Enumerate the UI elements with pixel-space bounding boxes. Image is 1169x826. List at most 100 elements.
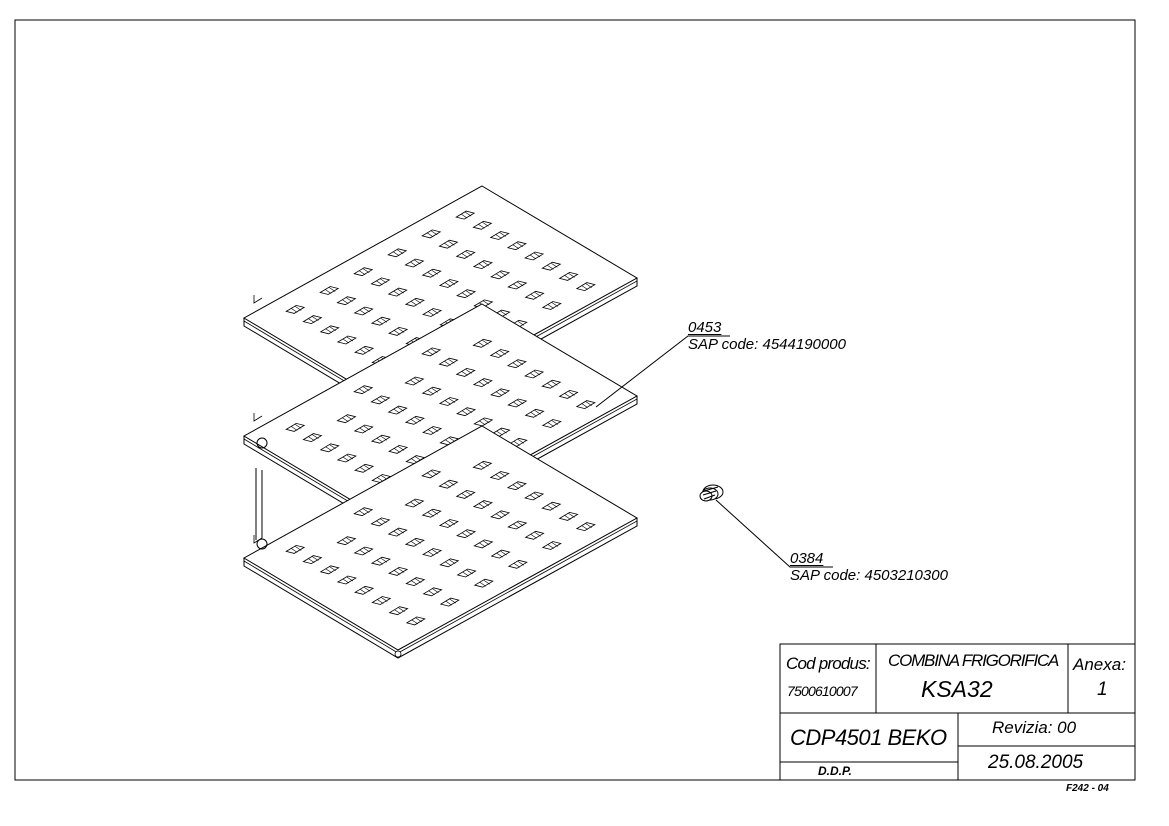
slot-outline bbox=[541, 501, 562, 511]
shelf-slot bbox=[473, 578, 494, 588]
callout-0384: 0384 SAP code: 4503210300 bbox=[790, 551, 948, 583]
shelf-slot bbox=[524, 290, 545, 300]
slot-rib bbox=[564, 391, 575, 398]
slot-outline bbox=[455, 249, 476, 259]
slot-outline bbox=[507, 280, 528, 290]
slot-outline bbox=[438, 519, 459, 528]
slot-rib bbox=[445, 559, 456, 567]
slot-outline bbox=[353, 267, 374, 277]
shelf-slot bbox=[490, 270, 511, 280]
slot-rib bbox=[291, 424, 302, 431]
shelf-slot bbox=[524, 251, 545, 261]
slot-outline bbox=[404, 537, 425, 547]
shelf-slot bbox=[507, 280, 528, 290]
slot-rib bbox=[478, 379, 490, 386]
shelf-slot bbox=[319, 286, 340, 295]
slot-outline bbox=[575, 282, 596, 292]
slot-rib bbox=[291, 546, 302, 553]
slot-rib bbox=[393, 528, 404, 536]
slot-rib bbox=[581, 283, 592, 290]
shelf-slot bbox=[319, 565, 340, 575]
slot-rib bbox=[547, 420, 558, 427]
slot-rib bbox=[461, 530, 473, 537]
slot-rib bbox=[359, 465, 371, 472]
slot-outline bbox=[439, 558, 460, 568]
slot-rib bbox=[411, 617, 422, 625]
slot-rib bbox=[478, 261, 490, 268]
shelf-slot bbox=[575, 522, 596, 532]
slot-rib bbox=[376, 278, 387, 286]
slot-outline bbox=[336, 536, 357, 546]
slot-rib bbox=[359, 508, 370, 515]
slot-rib bbox=[427, 348, 438, 356]
slot-outline bbox=[336, 575, 357, 585]
shelf-slot bbox=[438, 239, 459, 249]
slot-outline bbox=[455, 210, 476, 220]
slot-rib bbox=[530, 292, 541, 299]
slot-outline bbox=[336, 296, 357, 306]
slot-rib bbox=[512, 242, 524, 249]
slot-rib bbox=[495, 389, 507, 397]
shelf-slot bbox=[285, 544, 306, 554]
slot-outline bbox=[472, 338, 493, 348]
slot-outline bbox=[404, 258, 425, 268]
slot-rib bbox=[376, 317, 388, 325]
slot-rib bbox=[444, 480, 455, 488]
slot-rib bbox=[547, 502, 558, 510]
slot-outline bbox=[421, 386, 442, 396]
slot-outline bbox=[405, 577, 426, 587]
slot-rib bbox=[444, 520, 456, 527]
shelf-slot bbox=[489, 349, 510, 358]
shelf-slot bbox=[438, 279, 459, 288]
slot-rib bbox=[308, 556, 319, 563]
shelf-slot bbox=[404, 415, 425, 425]
shelf-slot bbox=[472, 500, 493, 510]
shelf-slot bbox=[455, 489, 476, 499]
slot-outline bbox=[558, 511, 579, 521]
slot-outline bbox=[422, 548, 443, 557]
slot-rib bbox=[427, 470, 438, 478]
slot-rib bbox=[410, 259, 421, 267]
slot-rib bbox=[342, 537, 353, 544]
shelf-slot bbox=[302, 555, 323, 565]
slot-rib bbox=[513, 281, 524, 289]
slot-outline bbox=[506, 359, 527, 369]
shelves-assembly bbox=[242, 185, 639, 659]
shelf-slot bbox=[336, 536, 357, 546]
slot-rib bbox=[393, 288, 404, 296]
shelf-slot bbox=[489, 231, 510, 240]
slot-outline bbox=[541, 419, 562, 428]
slot-outline bbox=[541, 541, 562, 550]
slot-rib bbox=[427, 309, 439, 316]
shelf-slot bbox=[541, 501, 562, 511]
slot-outline bbox=[370, 395, 391, 405]
shelf-slot bbox=[558, 511, 579, 521]
slot-outline bbox=[438, 357, 459, 367]
slot-rib bbox=[496, 550, 507, 558]
slot-rib bbox=[495, 511, 507, 519]
slot-rib bbox=[444, 358, 455, 366]
slot-outline bbox=[387, 287, 408, 297]
shelf-slot bbox=[439, 558, 460, 568]
slot-outline bbox=[353, 507, 374, 517]
slot-rib bbox=[342, 336, 354, 344]
slot-outline bbox=[456, 568, 477, 578]
slot-outline bbox=[370, 556, 391, 566]
slot-outline bbox=[541, 379, 562, 389]
shelf-slot bbox=[354, 345, 375, 355]
slot-rib bbox=[547, 302, 558, 309]
slot-outline bbox=[353, 306, 374, 316]
shelf-slot bbox=[388, 566, 409, 576]
slot-rib bbox=[427, 269, 438, 277]
slot-rib bbox=[410, 499, 421, 507]
slot-rib bbox=[444, 240, 455, 248]
slot-outline bbox=[473, 539, 494, 549]
slot-outline bbox=[371, 596, 392, 605]
shelf-slot bbox=[541, 301, 562, 310]
slot-outline bbox=[524, 491, 545, 501]
slot-rib bbox=[444, 398, 456, 405]
slot-outline bbox=[455, 489, 476, 499]
shelf-slot bbox=[285, 304, 306, 314]
slot-outline bbox=[388, 444, 409, 454]
